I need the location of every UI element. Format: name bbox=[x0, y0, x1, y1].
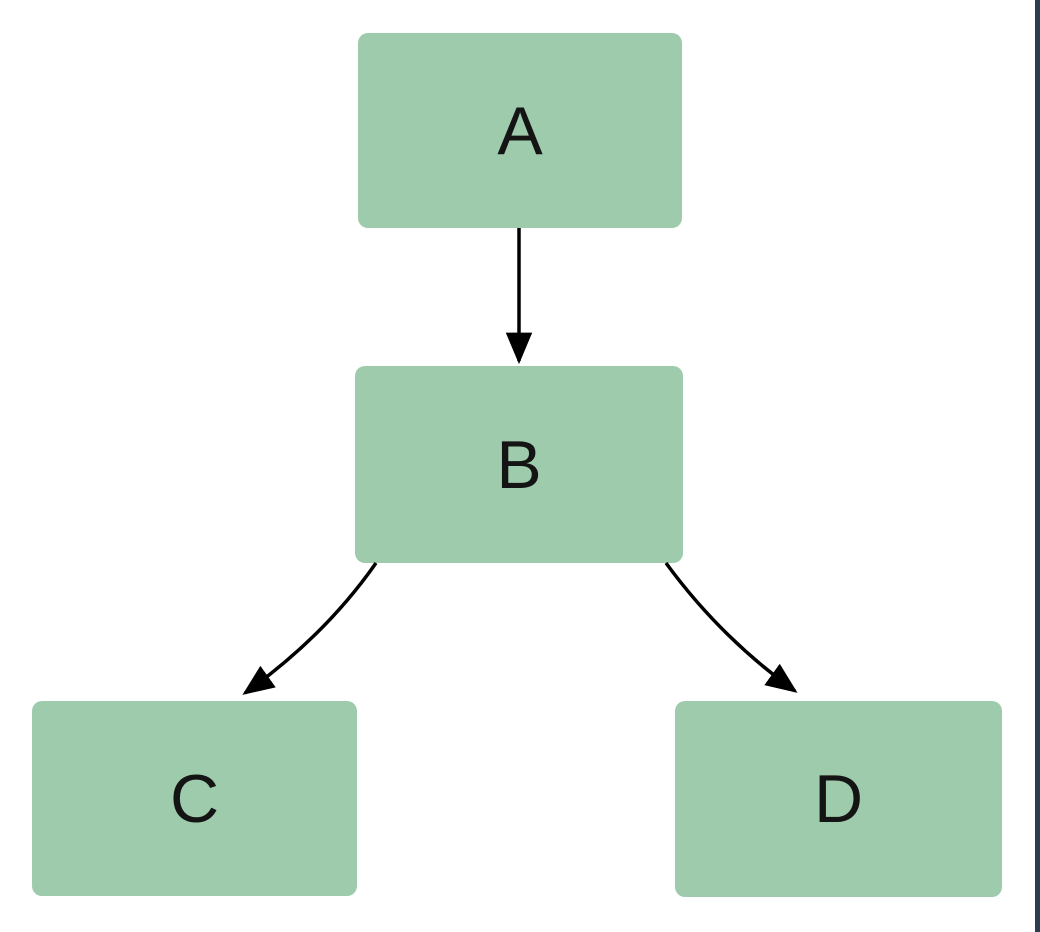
frame-right-border bbox=[1035, 0, 1040, 932]
edge-b-to-c bbox=[242, 561, 378, 695]
node-b[interactable]: B bbox=[355, 366, 683, 563]
node-a-label: A bbox=[497, 92, 543, 169]
edge-b-to-d bbox=[664, 561, 798, 693]
node-c-label: C bbox=[169, 760, 220, 837]
node-a[interactable]: A bbox=[358, 33, 682, 228]
node-c[interactable]: C bbox=[32, 701, 357, 896]
node-d-label: D bbox=[813, 761, 864, 837]
node-d[interactable]: D bbox=[675, 701, 1002, 897]
node-b-label: B bbox=[496, 426, 542, 503]
